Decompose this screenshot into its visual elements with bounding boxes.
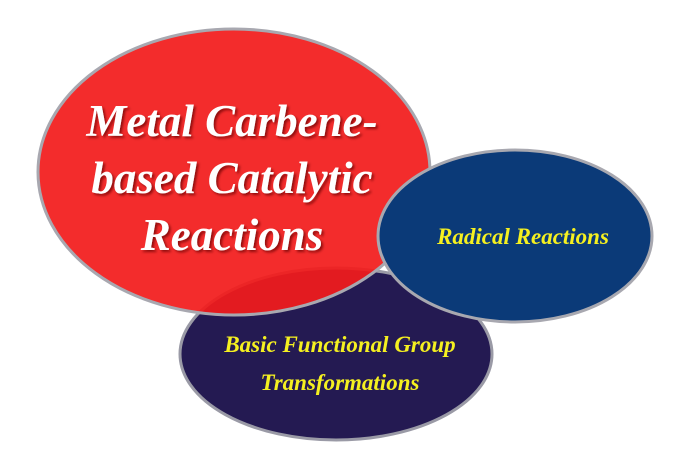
basic-line-2: Transformations xyxy=(261,370,420,395)
main-topic-line-1: Metal Carbene- xyxy=(85,96,377,146)
basic-line-1: Basic Functional Group xyxy=(223,332,455,357)
radical-reactions-label: Radical Reactions xyxy=(436,224,609,249)
main-topic-line-2: based Catalytic xyxy=(91,153,372,203)
main-topic-line-3: Reactions xyxy=(140,210,324,260)
radical-reactions-ellipse xyxy=(376,148,654,324)
